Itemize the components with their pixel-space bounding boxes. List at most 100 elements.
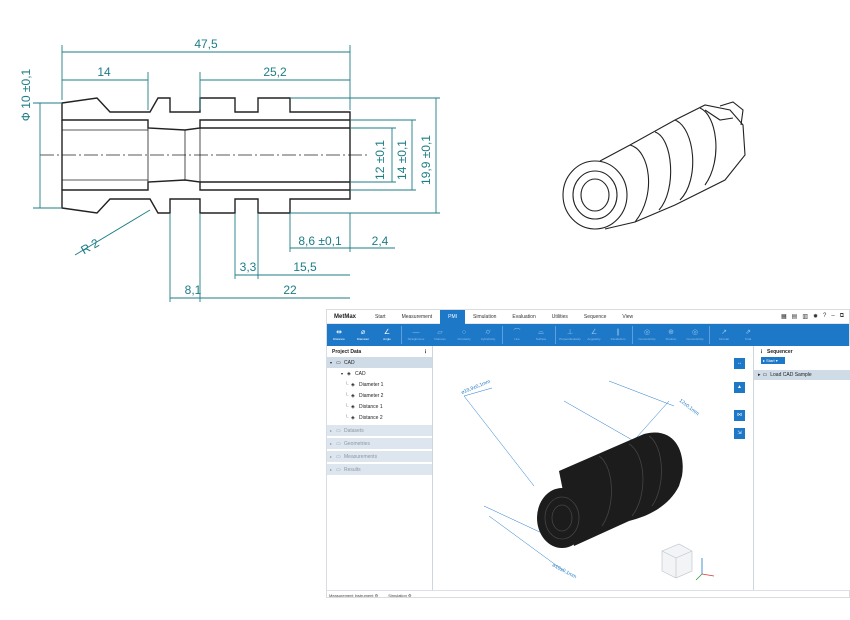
dim-right-length: 25,2 bbox=[263, 65, 287, 79]
folder-icon: ▭ bbox=[336, 427, 341, 434]
expand-icon: ▸ bbox=[330, 454, 333, 459]
panel-header: ⋮ Sequencer bbox=[754, 346, 850, 357]
gear-icon[interactable]: ✹ bbox=[812, 314, 819, 320]
section-view-button[interactable]: ⋈ bbox=[734, 410, 745, 421]
status-simulation[interactable]: Simulation ⚙ bbox=[388, 593, 411, 598]
more-icon[interactable]: ⋮ bbox=[759, 348, 764, 355]
dim-diameter-14: 14 ±0,1 bbox=[395, 140, 409, 180]
angle-button[interactable]: ∠Angle bbox=[375, 324, 399, 346]
tree-label: Diameter 2 bbox=[359, 392, 384, 399]
tab-view[interactable]: View bbox=[622, 313, 634, 320]
start-button[interactable]: ▸ Start ▾ bbox=[761, 357, 785, 364]
status-label: Simulation bbox=[388, 592, 407, 598]
tree-group-geometries[interactable]: ▸ ▭ Geometries bbox=[327, 438, 432, 449]
tree-group-measurements[interactable]: ▸ ▭ Measurements bbox=[327, 451, 432, 462]
dimensions: 47,5 14 25,2 Ф 10 ±0,1 12 ±0,1 14 ±0,1 1… bbox=[19, 37, 440, 302]
cylindricity-icon: ⌭ bbox=[485, 328, 491, 336]
collapse-icon: ▾ bbox=[330, 360, 333, 365]
restore-icon[interactable]: ⧉ bbox=[839, 313, 844, 319]
tab-simulation[interactable]: Simulation bbox=[473, 313, 497, 320]
distance-icon: ⇹ bbox=[336, 328, 342, 336]
total-runout-icon: ⇗ bbox=[745, 328, 751, 336]
technical-drawing: 47,5 14 25,2 Ф 10 ±0,1 12 ±0,1 14 ±0,1 1… bbox=[19, 37, 440, 302]
tree-label: Results bbox=[344, 466, 361, 473]
parallelism-icon: ∥ bbox=[616, 328, 620, 336]
angularity-icon: ∠ bbox=[590, 328, 598, 336]
view-cube[interactable] bbox=[661, 543, 715, 581]
collapse-icon: ▾ bbox=[341, 371, 344, 376]
diameter-button[interactable]: ⌀Diameter bbox=[351, 324, 375, 346]
grid-icon[interactable]: ▦ bbox=[780, 314, 787, 320]
concentricity-2-button[interactable]: ◎Concentricity bbox=[683, 324, 707, 346]
tree-item-distance-2[interactable]: └ ◈ Distance 2 bbox=[327, 412, 432, 423]
distance-button[interactable]: ⇹Distance bbox=[327, 324, 351, 346]
expand-icon: ▸ bbox=[758, 372, 761, 378]
circular-runout-label: Circular bbox=[718, 336, 730, 341]
tree-group-datasets[interactable]: ▸ ▭ Datasets bbox=[327, 425, 432, 436]
tab-pmi[interactable]: PMI bbox=[440, 309, 466, 324]
dim-left-length: 14 bbox=[97, 65, 111, 79]
tab-start[interactable]: Start bbox=[375, 313, 386, 320]
status-bar: Measurement Instrument ⚙ Simulation ⚙ bbox=[327, 590, 849, 599]
position-button[interactable]: ⊕Position bbox=[659, 324, 683, 346]
status-instrument[interactable]: Measurement Instrument ⚙ bbox=[329, 593, 378, 598]
pmi-label-dia-bottom[interactable]: ⌀10±0,1mm bbox=[551, 562, 577, 580]
isometric-view bbox=[562, 101, 746, 230]
project-data-panel: Project Data ⋮ ▾ ▭ CAD ▾ ◈ CAD └ ◈ Diame… bbox=[327, 346, 433, 590]
cylindricity-button[interactable]: ⌭Cylindricity bbox=[476, 324, 500, 346]
part-section bbox=[40, 97, 370, 214]
fit-view-button[interactable]: ↔ bbox=[734, 358, 745, 369]
sequence-item[interactable]: ▸ ▭ Load CAD Sample bbox=[754, 370, 850, 380]
tree-item-diameter-2[interactable]: └ ◈ Diameter 2 bbox=[327, 390, 432, 401]
expand-view-button[interactable]: ⇲ bbox=[734, 428, 745, 439]
help-icon[interactable]: ? bbox=[823, 313, 827, 319]
concentricity-2-label: Concentricity bbox=[686, 336, 704, 341]
pmi-label-dia-right[interactable]: 12±0,1mm bbox=[678, 398, 700, 417]
tab-measurement[interactable]: Measurement bbox=[401, 313, 433, 320]
surface-profile-button[interactable]: ⌓Surface bbox=[529, 324, 553, 346]
more-icon[interactable]: ⋮ bbox=[423, 348, 428, 355]
position-icon: ⊕ bbox=[668, 328, 674, 336]
line-profile-icon: ⌒ bbox=[513, 328, 521, 336]
angularity-button[interactable]: ∠Angularity bbox=[582, 324, 606, 346]
expand-icon: ▸ bbox=[330, 441, 333, 446]
calendar-icon[interactable]: ▥ bbox=[802, 314, 808, 320]
tree-label: Geometries bbox=[344, 440, 370, 447]
gear-icon: ⚙ bbox=[408, 592, 412, 598]
concentricity-label: Concentricity bbox=[638, 336, 656, 341]
circular-runout-button[interactable]: ↗Circular bbox=[712, 324, 736, 346]
ribbon-separator bbox=[632, 326, 633, 344]
ribbon-separator bbox=[555, 326, 556, 344]
tree-item-diameter-1[interactable]: └ ◈ Diameter 1 bbox=[327, 379, 432, 390]
document-icon[interactable]: ▤ bbox=[791, 314, 798, 320]
parallelism-button[interactable]: ∥Parallelism bbox=[606, 324, 630, 346]
flatness-button[interactable]: ▱Flatness bbox=[428, 324, 452, 346]
concentricity-2-icon: ◎ bbox=[691, 328, 699, 336]
tree-item-distance-1[interactable]: └ ◈ Distance 1 bbox=[327, 401, 432, 412]
dim-22: 22 bbox=[283, 283, 297, 297]
line-profile-button[interactable]: ⌒Line bbox=[505, 324, 529, 346]
tab-evaluation[interactable]: Evaluation bbox=[512, 313, 536, 320]
top-view-button[interactable]: ▲ bbox=[734, 382, 745, 393]
concentricity-button[interactable]: ◎Concentricity bbox=[635, 324, 659, 346]
circularity-button[interactable]: ○Circularity bbox=[452, 324, 476, 346]
tree-item-cad[interactable]: ▾ ◈ CAD bbox=[327, 368, 432, 379]
perpendicularity-button[interactable]: ⊥Perpendicularity bbox=[558, 324, 582, 346]
circular-runout-icon: ↗ bbox=[721, 328, 727, 336]
minimize-icon[interactable]: – bbox=[831, 313, 835, 319]
total-runout-label: Total bbox=[744, 336, 752, 341]
dim-diameter-left: Ф 10 ±0,1 bbox=[19, 68, 33, 121]
position-label: Position bbox=[665, 336, 677, 341]
total-runout-button[interactable]: ⇗Total bbox=[736, 324, 760, 346]
folder-icon: ▭ bbox=[336, 453, 341, 460]
expand-icon: ▸ bbox=[330, 428, 333, 433]
tree-label: Distance 1 bbox=[359, 403, 383, 410]
branch-icon: └ bbox=[345, 381, 349, 388]
tree-group-results[interactable]: ▸ ▭ Results bbox=[327, 464, 432, 475]
straightness-button[interactable]: —Straightness bbox=[404, 324, 428, 346]
tab-utilities[interactable]: Utilities bbox=[551, 313, 568, 320]
3d-viewport[interactable]: ⌀19,9±0,1mm 12±0,1mm ⌀10±0,1mm ↔ ▲ ⋈ ⇲ bbox=[434, 346, 752, 590]
tab-sequence[interactable]: Sequence bbox=[583, 313, 607, 320]
pmi-label-dia-top[interactable]: ⌀19,9±0,1mm bbox=[461, 379, 492, 396]
tree-item-cad-root[interactable]: ▾ ▭ CAD bbox=[327, 357, 432, 368]
